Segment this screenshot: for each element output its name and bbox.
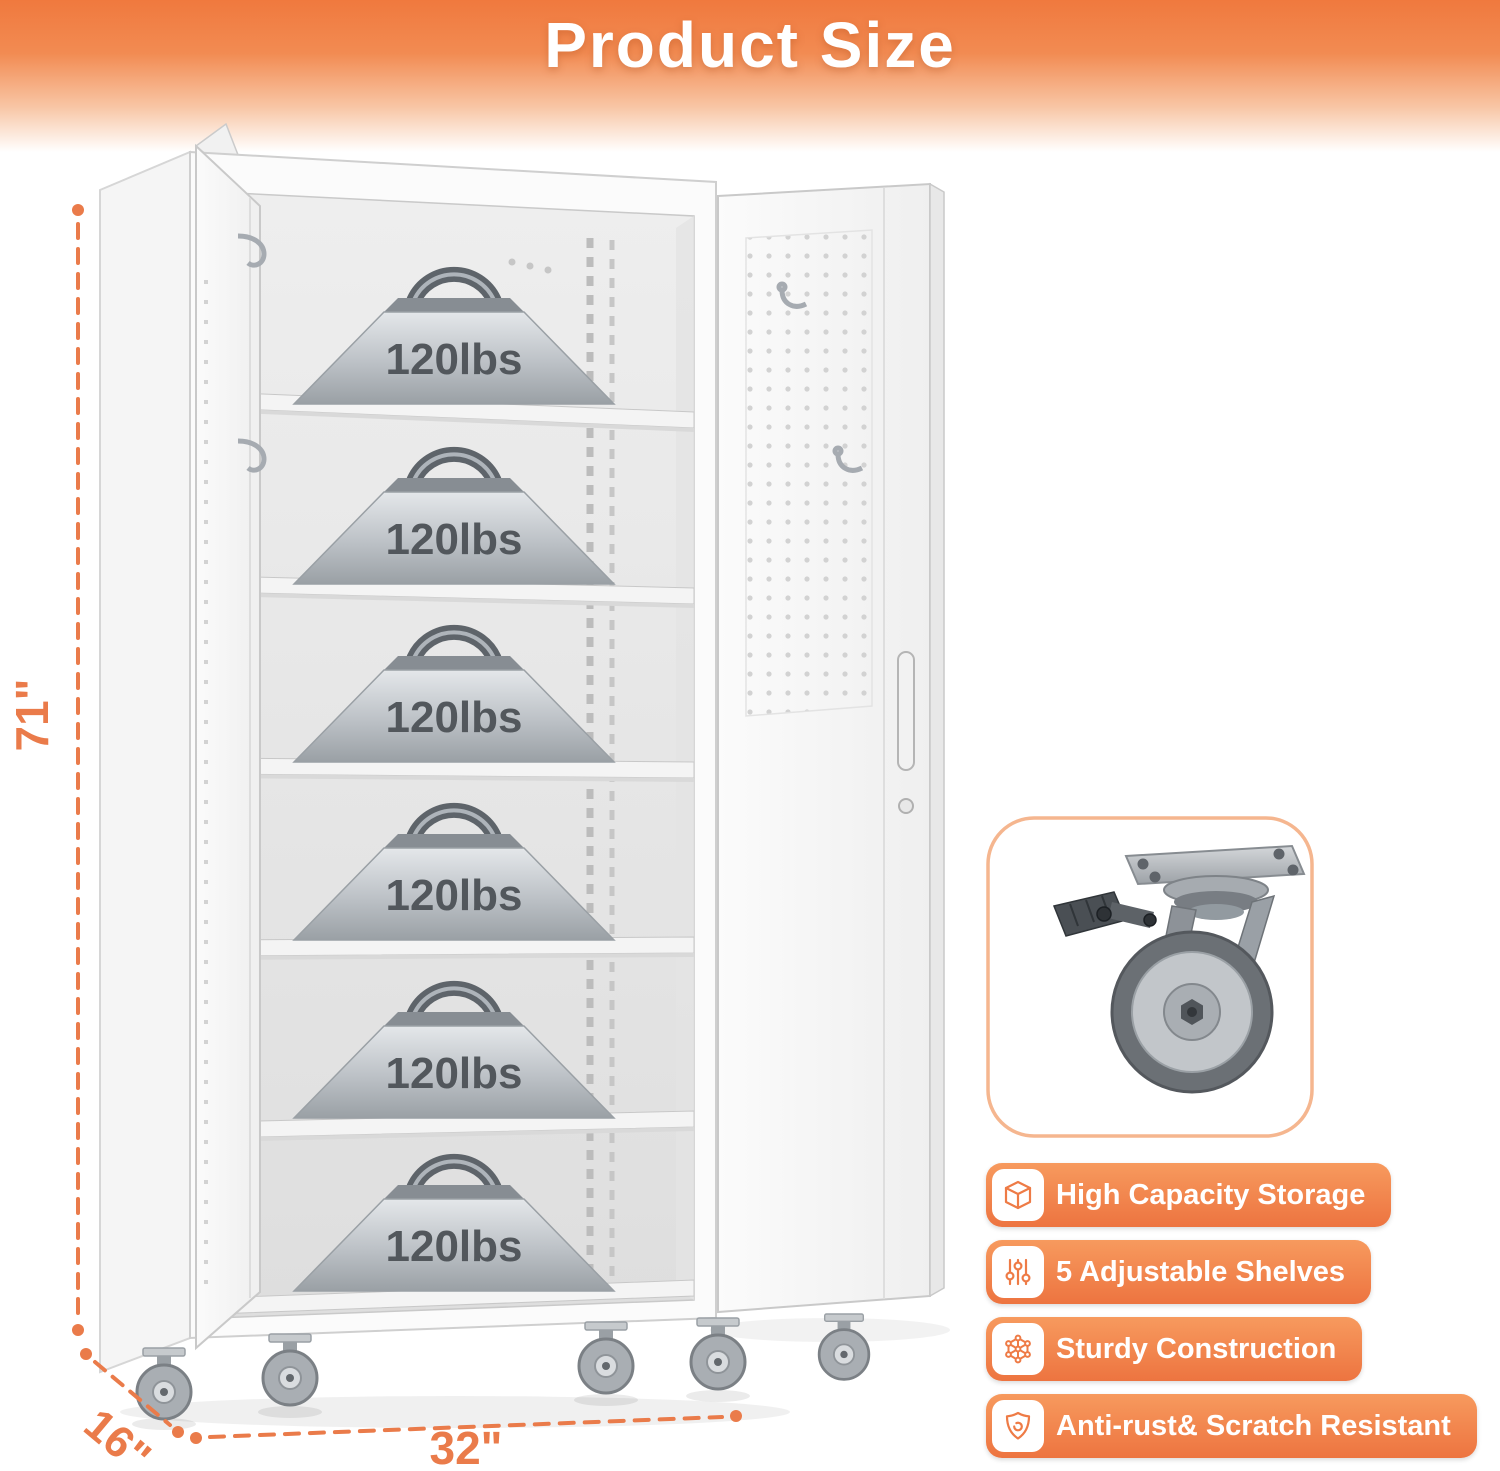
interior-right-wall: [676, 216, 694, 1300]
door-lock: [898, 798, 914, 814]
pegboard-hooks: [776, 281, 864, 473]
door-handle: [897, 651, 915, 771]
feature-sturdy-construction: Sturdy Construction: [986, 1317, 1363, 1381]
caster-wheel-graphic: [1052, 844, 1306, 1094]
cabinet-side-panel: [99, 150, 191, 1374]
feature-label: High Capacity Storage: [1056, 1178, 1366, 1211]
caster-wheel-photo: [986, 816, 1314, 1138]
feature-label: Sturdy Construction: [1056, 1332, 1337, 1365]
feature-high-capacity: High Capacity Storage: [986, 1163, 1392, 1227]
sliders-icon: [992, 1246, 1044, 1298]
door-hooks: [237, 233, 267, 473]
cube-icon: [992, 1169, 1044, 1221]
caster: [577, 1320, 635, 1395]
feature-label: Anti-rust& Scratch Resistant: [1056, 1409, 1451, 1442]
page-title: Product Size: [544, 9, 956, 81]
header-banner: Product Size: [0, 0, 1500, 152]
shield-icon: [992, 1400, 1044, 1452]
caster: [261, 1332, 319, 1407]
feature-anti-rust: Anti-rust& Scratch Resistant: [986, 1394, 1477, 1458]
feature-label: 5 Adjustable Shelves: [1056, 1255, 1346, 1288]
lattice-icon: [992, 1323, 1044, 1375]
vent-holes: [508, 258, 552, 274]
feature-adjustable-shelves: 5 Adjustable Shelves: [986, 1240, 1372, 1304]
feature-list: High Capacity Storage 5 Adjustable Shelv…: [986, 1163, 1477, 1458]
left-door-open: [195, 143, 267, 1351]
height-label: 71": [6, 679, 58, 752]
pegboard-panel: [745, 229, 873, 717]
right-door-open: [710, 182, 950, 1342]
width-label: 32": [430, 1422, 503, 1471]
caster: [135, 1346, 193, 1421]
